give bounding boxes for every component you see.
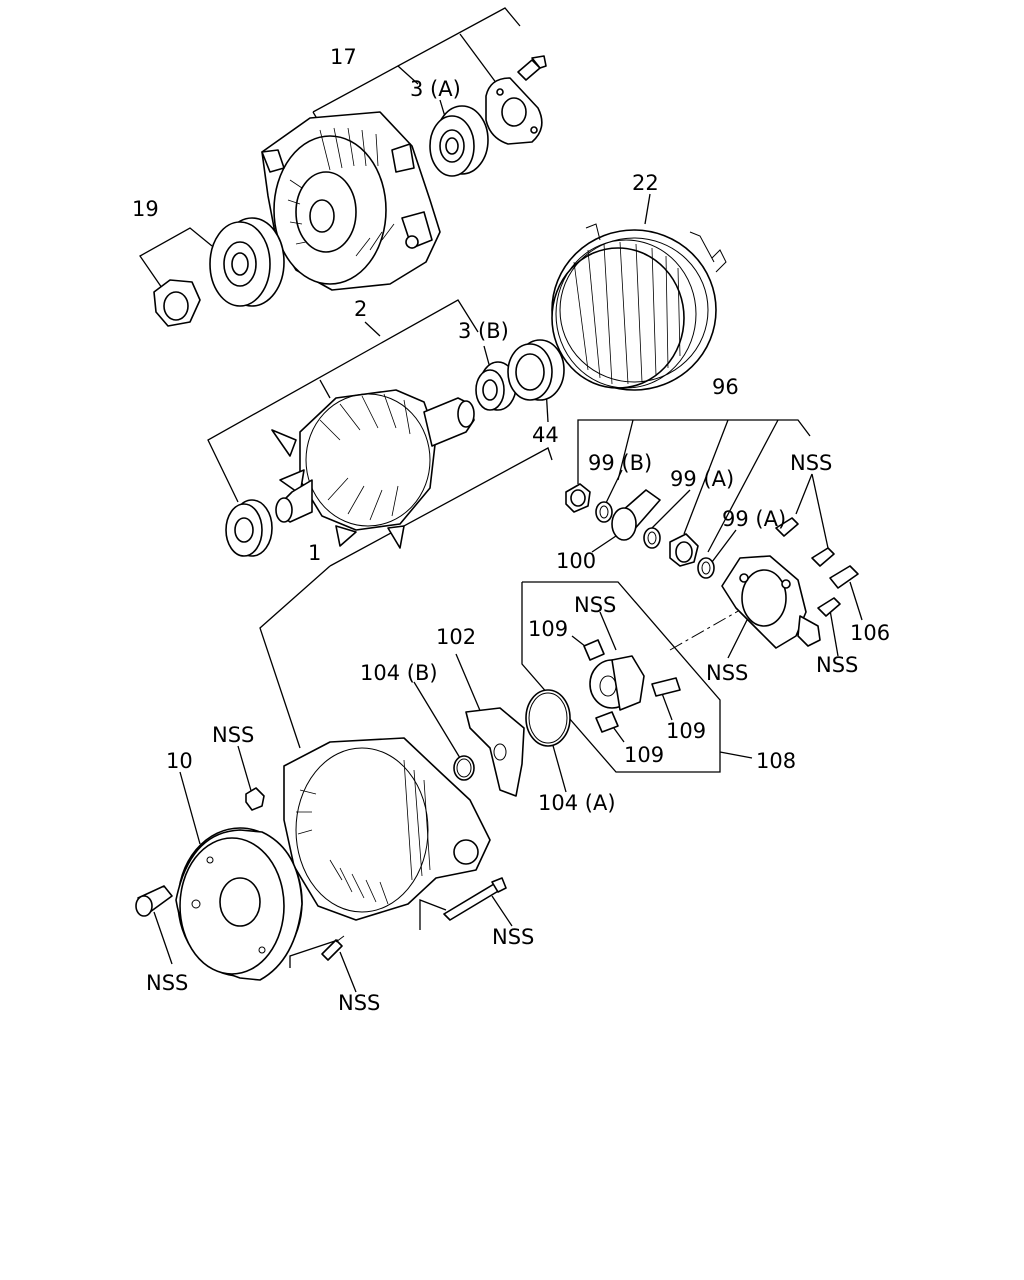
label-10: 10 <box>166 749 193 773</box>
callout-labels: 17 3 (A) 19 22 2 3 (B) 44 96 99 (B) 99 (… <box>132 45 890 1015</box>
label-17: 17 <box>330 45 357 69</box>
bearing-3a <box>429 105 489 177</box>
label-109-2: 109 <box>666 719 706 743</box>
label-nss-nut: NSS <box>212 723 254 747</box>
plate-102 <box>465 707 525 797</box>
bolt-cover <box>135 885 173 917</box>
label-106: 106 <box>850 621 890 645</box>
label-nss-bottom-left: NSS <box>146 971 188 995</box>
label-2: 2 <box>354 297 367 321</box>
insulator-100 <box>611 489 661 541</box>
bearing-left <box>225 499 273 557</box>
label-104b: 104 (B) <box>360 661 438 685</box>
screw-106 <box>829 565 859 589</box>
terminal-stud <box>565 483 591 513</box>
label-100: 100 <box>556 549 596 573</box>
label-19: 19 <box>132 197 159 221</box>
label-102: 102 <box>436 625 476 649</box>
screw-right-2 <box>811 547 835 567</box>
screw-right-3 <box>817 597 841 617</box>
label-nss-right: NSS <box>816 653 858 677</box>
rear-cover <box>175 827 303 981</box>
label-nss-regulator: NSS <box>706 661 748 685</box>
label-99a-1: 99 (A) <box>670 467 734 491</box>
label-22: 22 <box>632 171 659 195</box>
regulator-plate <box>721 555 821 649</box>
long-bolt-1 <box>321 935 345 961</box>
rotor <box>271 389 475 549</box>
label-3a: 3 (A) <box>410 77 461 101</box>
stator <box>551 223 727 391</box>
label-3b: 3 (B) <box>458 319 509 343</box>
label-109-3: 109 <box>624 743 664 767</box>
bearing-sleeve <box>507 339 565 401</box>
slip-ring-end-housing <box>283 737 491 921</box>
label-nss-brush: NSS <box>574 593 616 617</box>
long-bolt-2 <box>443 877 507 921</box>
drive-end-housing <box>261 111 441 291</box>
washer-99a-2 <box>697 557 715 579</box>
label-96: 96 <box>712 375 739 399</box>
label-nss-bolt: NSS <box>492 925 534 949</box>
screw-right-1 <box>775 517 799 537</box>
label-99a-2: 99 (A) <box>722 507 786 531</box>
label-109-1: 109 <box>528 617 568 641</box>
oring-104b <box>453 755 475 781</box>
label-nss-bottom: NSS <box>338 991 380 1015</box>
oring-104a <box>525 689 571 747</box>
label-104a: 104 (A) <box>538 791 616 815</box>
terminal-bushing <box>669 533 699 567</box>
pulley-nut <box>153 279 201 327</box>
washer-99a-1 <box>643 527 661 549</box>
bearing-3b <box>475 361 517 411</box>
label-108: 108 <box>756 749 796 773</box>
label-1: 1 <box>308 541 321 565</box>
label-nss-top-right: NSS <box>790 451 832 475</box>
washer-99b <box>595 501 613 523</box>
bearing-retainer-plate <box>485 77 543 145</box>
label-44: 44 <box>532 423 559 447</box>
brush-holder <box>583 639 681 733</box>
label-99b: 99 (B) <box>588 451 652 475</box>
pulley <box>209 217 285 307</box>
nut-nss <box>245 787 265 811</box>
screw-top <box>517 55 547 81</box>
